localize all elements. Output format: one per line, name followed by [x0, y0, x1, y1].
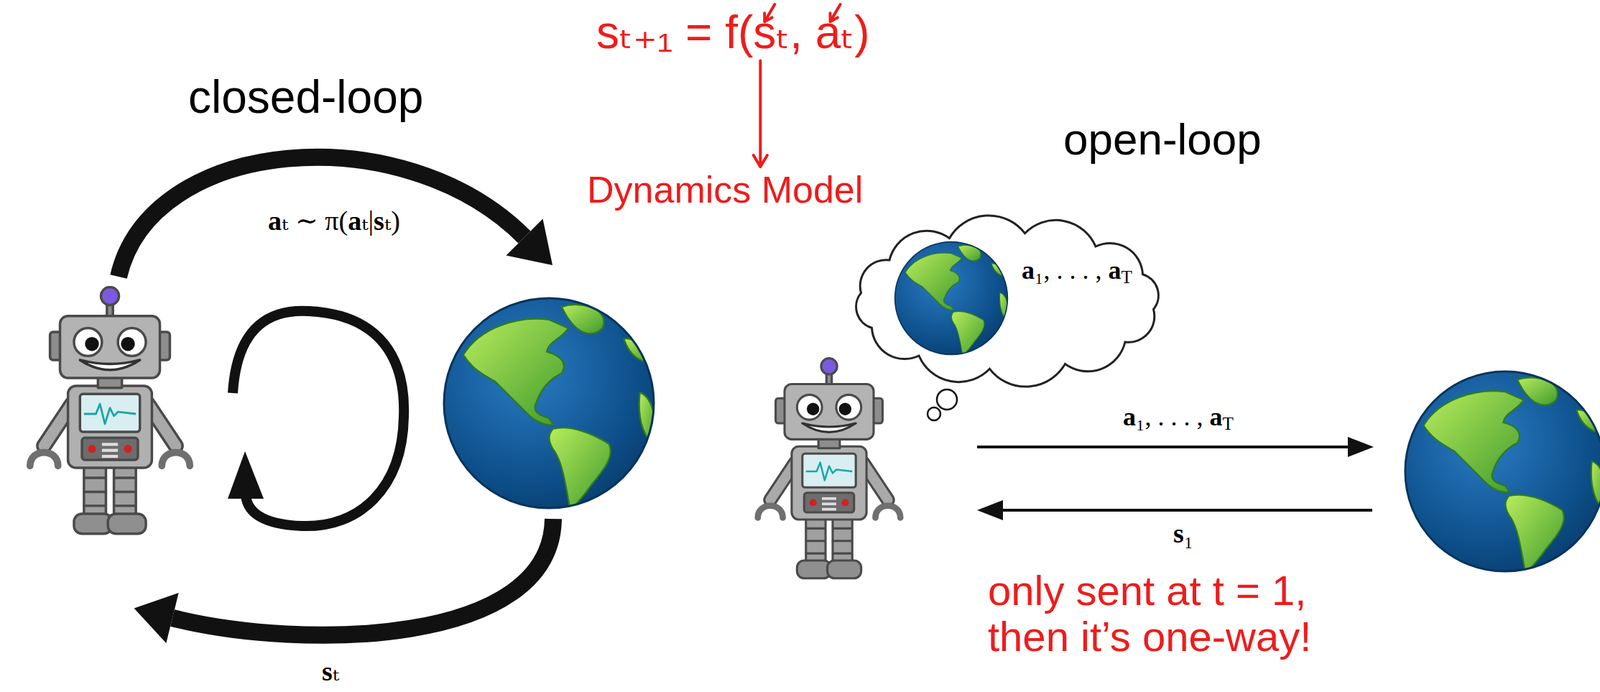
earth-icon	[895, 242, 1009, 356]
robot-agent	[757, 358, 901, 579]
earth-world	[444, 298, 656, 511]
robot-agent	[30, 286, 190, 534]
arrow-head	[1347, 436, 1374, 457]
action-arrow	[977, 445, 1351, 449]
state-label: sₜ	[321, 656, 340, 687]
state-arrow	[1000, 508, 1373, 512]
math-symbol: a	[1021, 255, 1035, 285]
state-label: s₁	[1173, 518, 1194, 549]
thought-bubble	[936, 389, 957, 410]
math-subscript: T	[1121, 267, 1133, 288]
dynamics-model-note: Dynamics Model	[586, 169, 863, 211]
policy-label: aₜ ∼ π(aₜ|sₜ)	[267, 206, 401, 237]
arrow-head	[227, 451, 264, 499]
state-arc	[172, 518, 554, 636]
action-arc	[118, 157, 525, 277]
pointer-arrow	[758, 60, 762, 167]
action-sequence-text: a₁, . . . , aT	[1021, 256, 1133, 288]
math-symbol: a	[1122, 402, 1136, 432]
math-symbol: s	[1173, 518, 1185, 549]
cloud-outline	[836, 209, 1179, 393]
cloud-shape	[856, 215, 1159, 387]
thought-cloud: a₁, . . . , aT	[836, 209, 1179, 393]
math-symbol: a	[1108, 255, 1122, 285]
math-symbol: s	[321, 655, 333, 687]
math-subscript: T	[1222, 413, 1234, 434]
arrow-head	[506, 219, 554, 266]
arrow-head	[753, 155, 768, 167]
math-symbol: a	[347, 205, 362, 236]
action-sequence-label: a₁, . . . , aT	[1122, 403, 1234, 434]
math-symbol: a	[267, 205, 282, 236]
earth-world	[1405, 371, 1600, 574]
annotation-note: only sent at t = 1, then it’s one-way!	[987, 567, 1362, 660]
loop-title: open-loop	[1063, 114, 1262, 164]
thought-bubble	[927, 407, 941, 421]
loop-title: closed-loop	[188, 71, 424, 123]
math-symbol: s	[373, 205, 385, 236]
dynamics-equation: sₜ₊₁ = f(sₜ, aₜ)	[596, 7, 871, 58]
arrow-head	[977, 500, 1003, 521]
arrow-head	[134, 592, 179, 644]
math-symbol: a	[1209, 402, 1223, 432]
